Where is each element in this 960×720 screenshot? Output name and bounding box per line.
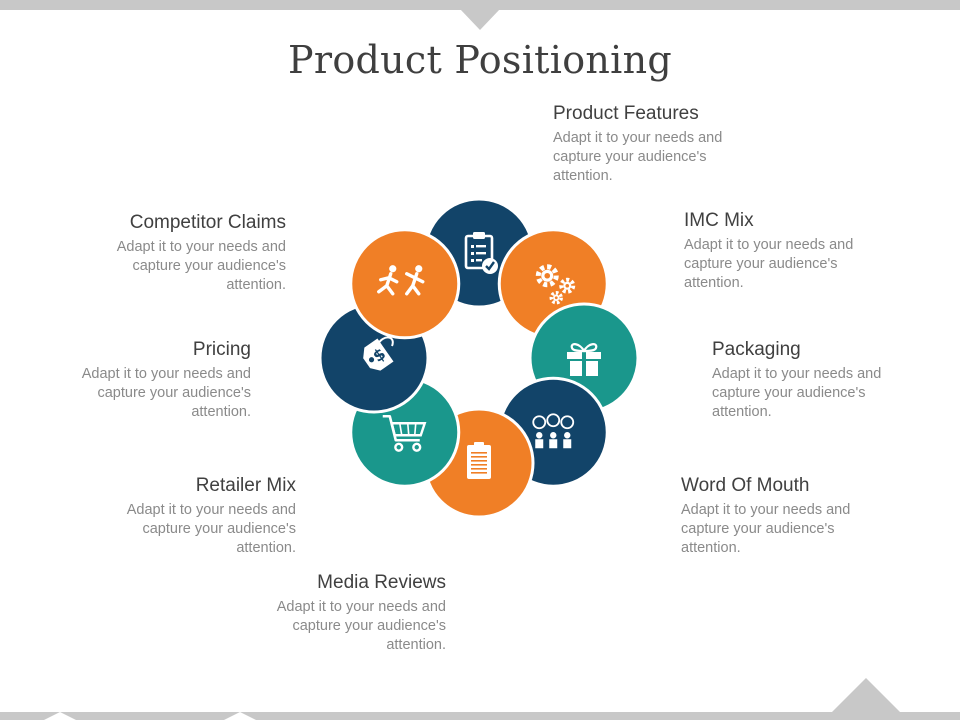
label-heading: Pricing — [192, 339, 251, 360]
label-heading: Competitor Claims — [129, 212, 286, 233]
label-body: Adapt it to your needs and capture your … — [81, 366, 251, 420]
label-heading: Media Reviews — [317, 572, 446, 593]
label-heading: Retailer Mix — [195, 475, 296, 496]
label-body: Adapt it to your needs and capture your … — [276, 599, 446, 653]
label-media-reviews: Media Reviews Adapt it to your needs and… — [226, 572, 446, 655]
label-body: Adapt it to your needs and capture your … — [553, 130, 723, 184]
notepad-icon — [467, 442, 491, 479]
petal-circles — [318, 197, 640, 519]
label-heading: IMC Mix — [684, 210, 754, 231]
label-heading: Product Features — [553, 103, 699, 124]
label-body: Adapt it to your needs and capture your … — [681, 502, 851, 556]
bottom-band — [0, 678, 960, 720]
label-body: Adapt it to your needs and capture your … — [126, 502, 296, 556]
label-imc-mix: IMC Mix Adapt it to your needs and captu… — [684, 210, 904, 293]
label-packaging: Packaging Adapt it to your needs and cap… — [712, 339, 932, 422]
page-title: Product Positioning — [287, 38, 673, 82]
label-retailer-mix: Retailer Mix Adapt it to your needs and … — [76, 475, 296, 558]
label-product-features: Product Features Adapt it to your needs … — [553, 103, 773, 186]
label-word-of-mouth: Word Of Mouth Adapt it to your needs and… — [681, 475, 901, 558]
label-heading: Packaging — [712, 339, 801, 360]
petal-competitor-claims — [349, 228, 461, 340]
petal-circle — [349, 228, 461, 340]
label-body: Adapt it to your needs and capture your … — [712, 366, 882, 420]
label-pricing: Pricing Adapt it to your needs and captu… — [31, 339, 251, 422]
top-band — [0, 0, 960, 30]
label-body: Adapt it to your needs and capture your … — [116, 239, 286, 293]
label-heading: Word Of Mouth — [681, 475, 810, 496]
label-competitor-claims: Competitor Claims Adapt it to your needs… — [66, 212, 286, 295]
label-body: Adapt it to your needs and capture your … — [684, 237, 854, 291]
